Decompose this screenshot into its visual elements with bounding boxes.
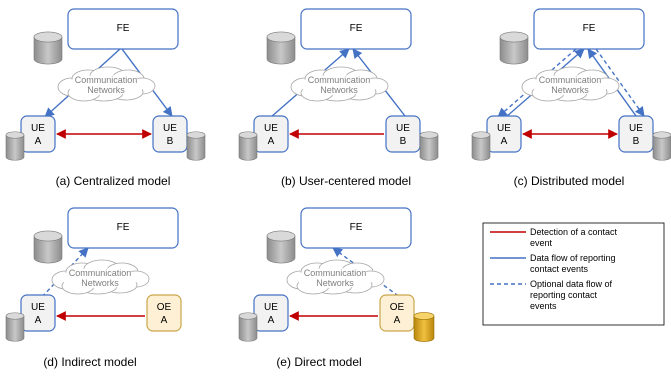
node-letter: A [35,315,42,326]
oe-a-box-d: OE A [146,294,182,332]
network-label-line2: Networks [316,278,354,288]
ue-a-box-d: UE A [20,294,56,332]
fe-box-e: FE [300,207,412,249]
node-letter: B [633,136,640,147]
caption-a: (a) Centralized model [56,174,171,188]
node-letter: A [161,315,168,326]
ue-label: UE [163,123,177,134]
ue-a-database-b [238,131,258,161]
network-label-line2: Networks [551,85,589,95]
oe-a-box-e: OE A [379,294,415,332]
node-letter: B [400,136,407,147]
ue-a-database-e [238,312,258,342]
fe-database-a [33,31,63,65]
fe-label: FE [117,23,130,34]
fe-database-d [33,230,63,264]
network-label-line1: Communication [308,75,371,85]
ue-b-box-c: UE B [618,115,654,153]
fe-box-d: FE [67,207,179,249]
network-label-line2: Networks [87,85,125,95]
caption-c: (c) Distributed model [514,174,625,188]
network-label-line1: Communication [69,268,132,278]
oe-a-database-e [413,312,435,342]
fe-database-c [499,31,529,65]
ue-a-box-b: UE A [253,115,289,153]
node-letter: A [268,136,275,147]
ue-label: UE [264,302,278,313]
network-label-line1: Communication [304,268,367,278]
ue-b-database-c [652,131,671,161]
ue-b-database-b [419,131,439,161]
optional-flow-e [332,247,398,296]
network-label-line2: Networks [81,278,119,288]
network-label-line2: Networks [320,85,358,95]
legend-text: event [530,238,553,248]
fe-label: FE [350,23,363,34]
ue-a-database-a [5,131,25,161]
ue-label: UE [31,123,45,134]
ue-a-box-e: UE A [253,294,289,332]
legend-text: contact events [530,264,589,274]
legend-text: Optional data flow of [530,279,613,289]
ue-a-database-c [471,131,491,161]
fe-label: FE [117,222,130,233]
fe-label: FE [583,23,596,34]
ue-a-box-a: UE A [20,115,56,153]
ue-label: UE [31,302,45,313]
oe-label: OE [157,302,172,313]
fe-box-b: FE [300,8,412,50]
node-letter: A [394,315,401,326]
ue-label: UE [396,123,410,134]
node-letter: A [268,315,275,326]
ue-a-database-d [5,312,25,342]
caption-b: (b) User-centered model [281,174,411,188]
fe-box-a: FE [67,8,179,50]
caption-e: (e) Direct model [276,355,361,369]
ue-label: UE [264,123,278,134]
node-letter: A [501,136,508,147]
fe-label: FE [350,222,363,233]
caption-d: (d) Indirect model [43,355,136,369]
fe-box-c: FE [533,8,645,50]
ue-a-box-c: UE A [486,115,522,153]
legend-text: Detection of a contact [530,227,618,237]
oe-label: OE [390,302,405,313]
legend-text: Data flow of reporting [530,253,616,263]
legend-text: reporting contact [530,290,598,300]
fe-database-b [266,31,296,65]
node-letter: B [167,136,174,147]
fe-database-e [266,230,296,264]
network-label-line1: Communication [75,75,138,85]
ue-b-box-b: UE B [385,115,421,153]
ue-b-box-a: UE B [152,115,188,153]
legend-text: events [530,301,557,311]
ue-label: UE [629,123,643,134]
node-letter: A [35,136,42,147]
network-label-line1: Communication [539,75,602,85]
ue-b-database-a [186,131,206,161]
ue-label: UE [497,123,511,134]
